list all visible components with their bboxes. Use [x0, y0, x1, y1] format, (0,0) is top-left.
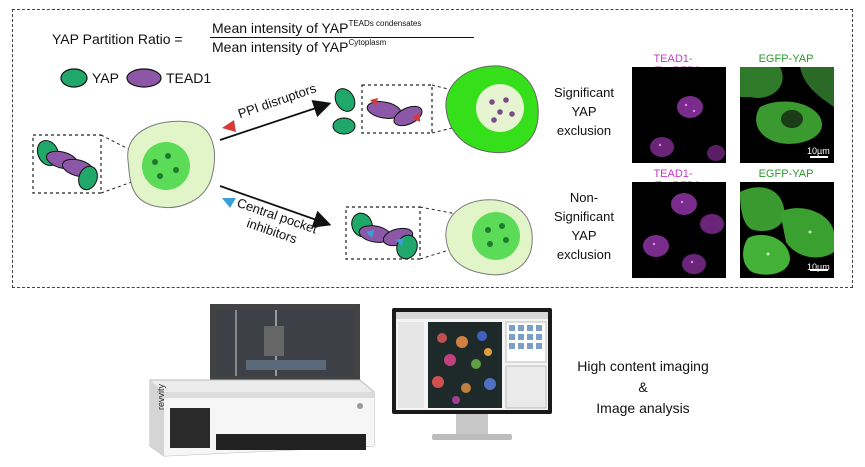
fraction-line [210, 37, 474, 39]
cell-central [445, 199, 533, 276]
bottom-caption: High content imaging&Image analysis [577, 358, 709, 416]
complex-box-ppi [361, 84, 433, 134]
micrograph-tead-top [632, 67, 726, 163]
tead1-legend-label: TEAD1 [166, 70, 212, 86]
cell-initial [127, 120, 215, 208]
micrograph-tead-bottom [632, 182, 726, 278]
micrograph-egfp-top [740, 67, 834, 163]
imaging-instrument [149, 304, 375, 457]
egfp-label-top: EGFP-YAP [758, 53, 814, 65]
complex-box-initial [32, 134, 102, 194]
micrograph-egfp-bottom [740, 182, 834, 278]
arrow-central [219, 185, 332, 228]
arrow-ppi [219, 100, 332, 141]
complex-box-central [345, 206, 421, 260]
dashed-frame [12, 9, 853, 288]
scale-bar-bottom: 10µm [807, 262, 830, 272]
scale-bar-top: 10µm [807, 146, 830, 156]
yap-legend-icon [60, 68, 88, 88]
egfp-label-bottom: EGFP-YAP [758, 168, 814, 180]
ppi-triangle [222, 120, 236, 132]
tead1-legend-icon [126, 68, 162, 88]
yap-legend-label: YAP [92, 70, 119, 86]
mechanism-diagram [32, 65, 539, 276]
analysis-monitor [392, 308, 552, 440]
formula-numerator: Mean intensity of YAPTEADs condensates [212, 19, 422, 36]
formula-label: YAP Partition Ratio = [52, 31, 183, 47]
formula-denominator: Mean intensity of YAPCytoplasm [212, 38, 387, 55]
cell-ppi [445, 65, 539, 154]
instrument-brand: revvity [156, 383, 166, 410]
central-triangle [222, 198, 236, 208]
